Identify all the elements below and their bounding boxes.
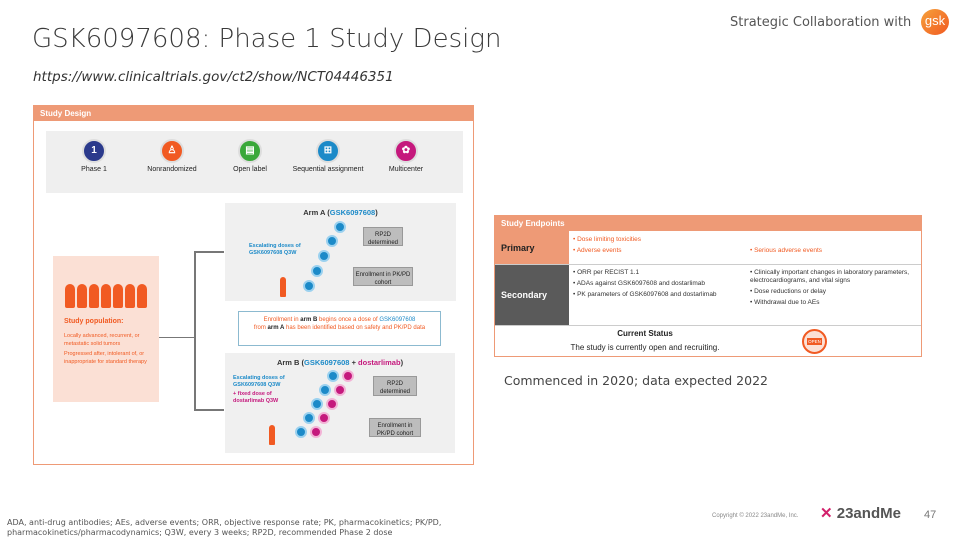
population-list: Locally advanced, recurrent, or metastat… [64,332,156,368]
enrollment-note: Enrollment in arm B begins once a dose o… [238,311,441,346]
arm-a-rp2d: RP2D determined [363,227,403,246]
population-icon [65,284,147,308]
dose-icon [319,384,331,396]
population-title: Study population: [64,318,124,325]
feature-label: Nonrandomized [147,166,197,173]
secondary-col1: • ORR per RECIST 1.1 • ADAs against GSK60… [573,269,723,302]
dose-icon [310,426,322,438]
source-url[interactable]: https://www.clinicaltrials.gov/ct2/show/… [33,69,394,85]
status-text: The study is currently open and recruiti… [570,343,720,352]
group-icon: ✿ [394,139,418,163]
logo-text: 23andMe [836,505,901,522]
connector-line [194,251,196,409]
connector-line [194,251,224,253]
footnote: ADA, anti-drug antibodies; AEs, adverse … [7,518,441,538]
status-title: Current Status [617,329,673,338]
arm-b-panel: Arm B (GSK6097608 + dostarlimab) Escalat… [225,353,455,453]
page-number: 47 [924,509,937,521]
dose-icon [318,412,330,424]
person-icon [280,277,286,297]
population-item: Locally advanced, recurrent, or metastat… [64,333,140,347]
arm-a-panel: Arm A (GSK6097608) Escalating doses of G… [225,203,456,301]
arm-b-enroll: Enrollment in PK/PD cohort [369,418,421,437]
arm-b-title: Arm B (GSK6097608 + dostarlimab) [276,358,404,367]
feature-label: Multicenter [388,166,424,173]
arm-a-enroll: Enrollment in PK/PD cohort [353,267,413,286]
dose-icon [326,398,338,410]
feature-label: Open label [233,166,267,173]
primary-col1: • Dose limiting toxicities • Adverse even… [573,236,743,258]
person-icon: ♙ [160,139,184,163]
arm-b-dosing: Escalating doses of GSK6097608 Q3W + fix… [233,375,295,407]
endpoint-item: • Withdrawal due to AEs [750,299,820,306]
dose-icon [334,221,346,233]
footnote-line: ADA, anti-drug antibodies; AEs, adverse … [7,518,442,527]
23andme-logo: ✕ 23andMe [820,504,901,522]
primary-col2: • Serious adverse events [750,247,910,258]
feature-label: Phase 1 [81,166,107,173]
x-mark-icon: ✕ [820,505,833,522]
primary-label: Primary [495,231,569,264]
primary-row: Primary • Dose limiting toxicities • Adve… [495,231,921,265]
endpoint-item: • ADAs against GSK6097608 and dostarlima… [573,280,705,287]
phase-1-icon: 1 [82,139,106,163]
commenced-text: Commenced in 2020; data expected 2022 [504,373,768,388]
endpoint-item: • Dose limiting toxicities [573,236,642,243]
footnote-line: pharmacokinetics/pharmacodynamics; Q3W, … [7,528,393,537]
secondary-row: Secondary • ORR per RECIST 1.1 • ADAs aga… [495,265,921,326]
feature-multicenter: ✿ Multicenter [366,139,446,173]
endpoint-item: • Dose reductions or delay [750,288,826,295]
status-badge: OPEN [807,338,822,345]
feature-label: Sequential assignment [292,166,364,173]
person-icon [269,425,275,445]
feature-sequential: ⊞ Sequential assignment [288,139,368,173]
document-icon: ▤ [238,139,262,163]
dose-icon [318,250,330,262]
connector-line [194,409,224,411]
endpoint-item: • Clinically important changes in labora… [750,269,910,284]
endpoint-item: • Serious adverse events [750,247,823,254]
feature-open-label: ▤ Open label [210,139,290,173]
connector-line [159,337,195,338]
arm-a-title: Arm A (GSK6097608) [303,208,378,217]
open-sign-icon: OPEN [802,329,827,354]
dose-icon [311,265,323,277]
collab-text: Strategic Collaboration with [730,15,912,30]
endpoint-item: • Adverse events [573,247,622,254]
population-item: Progressed after, intolerant of, or inap… [64,351,147,365]
dose-icon [342,370,354,382]
flowchart-icon: ⊞ [316,139,340,163]
dose-icon [311,398,323,410]
copyright: Copyright © 2022 23andMe, Inc. [712,513,799,519]
feature-nonrandomized: ♙ Nonrandomized [132,139,212,173]
study-endpoints-table: Study Endpoints Primary • Dose limiting … [494,215,922,357]
endpoint-item: • PK parameters of GSK6097608 and dostar… [573,291,717,298]
secondary-label: Secondary [495,265,569,325]
study-design-header: Study Design [34,106,473,121]
dose-icon [295,426,307,438]
dose-icon [334,384,346,396]
dose-icon [303,280,315,292]
gsk-logo: gsk [921,9,949,35]
secondary-col2: • Clinically important changes in labora… [750,269,915,310]
page-title: GSK6097608: Phase 1 Study Design [32,24,502,54]
endpoints-header: Study Endpoints [495,216,921,231]
arm-b-escalating: Escalating doses of GSK6097608 Q3W [233,375,285,388]
dose-icon [327,370,339,382]
arm-b-fixed-dose: + fixed dose of dostarlimab Q3W [233,391,279,404]
arm-b-rp2d: RP2D determined [373,376,417,396]
dose-icon [326,235,338,247]
arm-a-escalating: Escalating doses of GSK6097608 Q3W [249,243,301,256]
endpoint-item: • ORR per RECIST 1.1 [573,269,640,276]
study-population-box: Study population: Locally advanced, recu… [53,256,159,402]
dose-icon [303,412,315,424]
